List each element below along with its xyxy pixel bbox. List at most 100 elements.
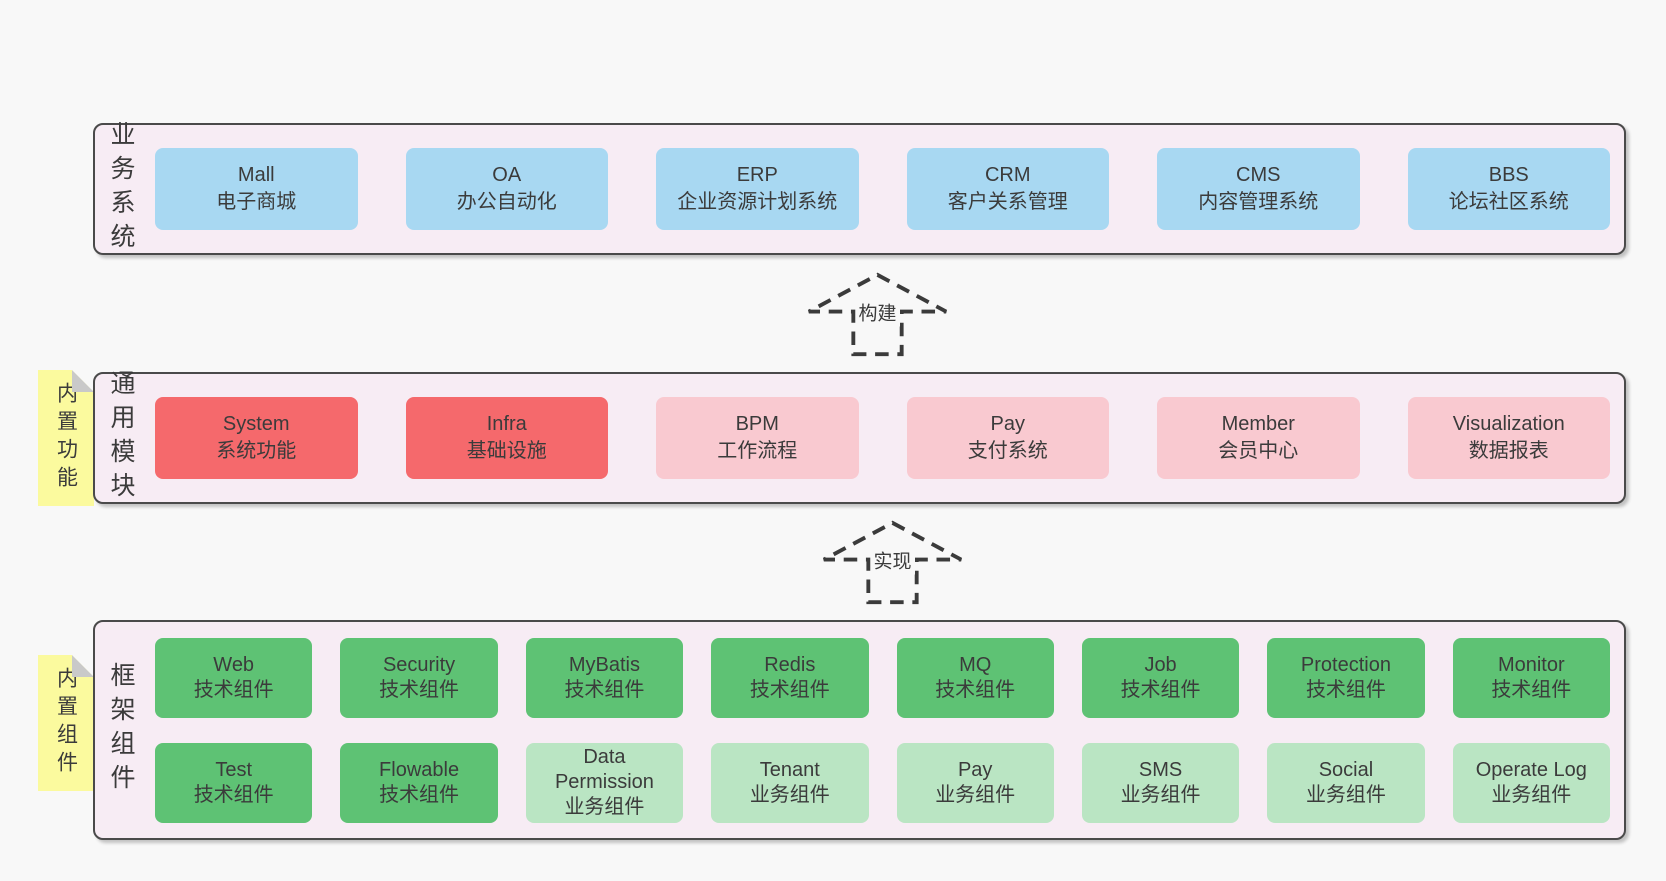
box-test: Test 技术组件 bbox=[155, 742, 313, 823]
box-subtitle: 技术组件 bbox=[749, 678, 830, 701]
box-subtitle: 业务组件 bbox=[935, 783, 1016, 806]
box-job: Job 技术组件 bbox=[1081, 637, 1240, 718]
box-subtitle: 技术组件 bbox=[193, 783, 274, 806]
box-title: Test bbox=[215, 758, 253, 781]
box-flowable: Flowable 技术组件 bbox=[340, 742, 498, 823]
box-title: CMS bbox=[1236, 164, 1281, 186]
box-title: Data Permission bbox=[554, 746, 654, 793]
arrow-build: 构建 bbox=[805, 271, 950, 358]
box-row: Mall 电子商城 OA 办公自动化 ERP 企业资源计划系统 CRM 客户关系… bbox=[155, 148, 1610, 230]
box-title: OA bbox=[492, 164, 522, 186]
box-social: Social 业务组件 bbox=[1267, 742, 1425, 823]
box-member: Member 会员中心 bbox=[1157, 397, 1360, 479]
box-subtitle: 办公自动化 bbox=[456, 191, 557, 213]
arrow-build-label: 构建 bbox=[855, 297, 900, 327]
panel-body: Web 技术组件 Security 技术组件 MyBatis 技术组件 Redi… bbox=[133, 622, 1624, 838]
box-subtitle: 技术组件 bbox=[564, 678, 645, 701]
up-arrow-icon bbox=[822, 520, 963, 605]
box-title: Job bbox=[1144, 653, 1177, 676]
box-title: SMS bbox=[1138, 758, 1183, 781]
box-data-permission: Data Permission 业务组件 bbox=[525, 742, 684, 823]
box-title: BPM bbox=[735, 413, 779, 435]
box-subtitle: 技术组件 bbox=[1305, 678, 1386, 701]
box-sms: SMS 业务组件 bbox=[1081, 742, 1240, 823]
box-subtitle: 技术组件 bbox=[379, 678, 460, 701]
box-subtitle: 技术组件 bbox=[1120, 678, 1201, 701]
folded-corner-icon bbox=[72, 655, 94, 677]
box-operate-log: Operate Log 业务组件 bbox=[1452, 742, 1610, 823]
box-redis: Redis 技术组件 bbox=[711, 637, 869, 718]
box-erp: ERP 企业资源计划系统 bbox=[656, 148, 859, 230]
box-title: ERP bbox=[736, 164, 778, 186]
box-oa: OA 办公自动化 bbox=[405, 148, 608, 230]
box-subtitle: 工作流程 bbox=[717, 440, 798, 462]
box-subtitle: 支付系统 bbox=[967, 440, 1048, 462]
box-pay-business: Pay 业务组件 bbox=[896, 742, 1054, 823]
box-subtitle: 技术组件 bbox=[935, 678, 1016, 701]
box-title: BBS bbox=[1488, 164, 1529, 186]
sticky-note-builtin-components: 内置组件 bbox=[38, 655, 94, 791]
arrow-implement: 实现 bbox=[820, 519, 965, 606]
box-title: MyBatis bbox=[568, 653, 640, 676]
box-pay: Pay 支付系统 bbox=[906, 397, 1109, 479]
box-mq: MQ 技术组件 bbox=[896, 637, 1054, 718]
box-subtitle: 内容管理系统 bbox=[1198, 191, 1319, 213]
box-subtitle: 业务组件 bbox=[1305, 783, 1386, 806]
panel-common-modules: 通用模块 System 系统功能 Infra 基础设施 BPM 工作流程 Pay… bbox=[93, 370, 1626, 506]
box-subtitle: 企业资源计划系统 bbox=[677, 191, 838, 213]
panel-framework-components: 框架组件 Web 技术组件 Security 技术组件 MyBatis 技术组件… bbox=[93, 620, 1626, 840]
panel-label-business-systems: 业务系统 bbox=[107, 121, 135, 257]
box-subtitle: 技术组件 bbox=[379, 783, 460, 806]
box-title: Monitor bbox=[1497, 653, 1565, 676]
box-crm: CRM 客户关系管理 bbox=[906, 148, 1109, 230]
box-row: Test 技术组件 Flowable 技术组件 Data Permission … bbox=[155, 742, 1610, 823]
box-subtitle: 基础设施 bbox=[466, 440, 547, 462]
box-title: MQ bbox=[959, 653, 992, 676]
box-infra: Infra 基础设施 bbox=[405, 397, 608, 479]
panel-body: Mall 电子商城 OA 办公自动化 ERP 企业资源计划系统 CRM 客户关系… bbox=[133, 125, 1624, 253]
box-subtitle: 技术组件 bbox=[193, 678, 274, 701]
arrow-implement-label: 实现 bbox=[870, 545, 915, 575]
box-title: Pay bbox=[990, 413, 1025, 435]
panel-business-systems: 业务系统 Mall 电子商城 OA 办公自动化 ERP 企业资源计划系统 CRM… bbox=[93, 121, 1626, 257]
box-subtitle: 数据报表 bbox=[1468, 440, 1549, 462]
box-bpm: BPM 工作流程 bbox=[656, 397, 859, 479]
box-subtitle: 业务组件 bbox=[1491, 783, 1572, 806]
up-arrow-icon bbox=[807, 272, 948, 357]
box-title: Social bbox=[1318, 758, 1374, 781]
box-row: Web 技术组件 Security 技术组件 MyBatis 技术组件 Redi… bbox=[155, 637, 1610, 718]
box-subtitle: 电子商城 bbox=[216, 191, 297, 213]
box-web: Web 技术组件 bbox=[155, 637, 313, 718]
box-title: Pay bbox=[957, 758, 993, 781]
box-title: CRM bbox=[984, 164, 1031, 186]
box-tenant: Tenant 业务组件 bbox=[711, 742, 869, 823]
box-row: System 系统功能 Infra 基础设施 BPM 工作流程 Pay 支付系统… bbox=[155, 397, 1610, 479]
box-title: Mall bbox=[237, 164, 275, 186]
box-title: Visualization bbox=[1452, 413, 1565, 435]
sticky-note-builtin-features: 内置功能 bbox=[38, 370, 94, 506]
box-title: Member bbox=[1221, 413, 1295, 435]
panel-body: System 系统功能 Infra 基础设施 BPM 工作流程 Pay 支付系统… bbox=[133, 374, 1624, 502]
box-mybatis: MyBatis 技术组件 bbox=[525, 637, 684, 718]
box-mall: Mall 电子商城 bbox=[155, 148, 358, 230]
box-title: Web bbox=[213, 653, 255, 676]
box-title: Security bbox=[382, 653, 456, 676]
box-bbs: BBS 论坛社区系统 bbox=[1407, 148, 1610, 230]
box-title: Infra bbox=[486, 413, 527, 435]
box-subtitle: 会员中心 bbox=[1218, 440, 1299, 462]
box-subtitle: 业务组件 bbox=[749, 783, 830, 806]
box-system: System 系统功能 bbox=[155, 397, 358, 479]
box-title: Flowable bbox=[379, 758, 460, 781]
box-subtitle: 技术组件 bbox=[1491, 678, 1572, 701]
box-security: Security 技术组件 bbox=[340, 637, 498, 718]
panel-label-common-modules: 通用模块 bbox=[107, 370, 135, 506]
box-monitor: Monitor 技术组件 bbox=[1452, 637, 1610, 718]
panel-label-framework-components: 框架组件 bbox=[107, 662, 135, 798]
box-subtitle: 论坛社区系统 bbox=[1448, 191, 1569, 213]
box-title: Protection bbox=[1300, 653, 1391, 676]
box-subtitle: 系统功能 bbox=[216, 440, 297, 462]
box-title: Tenant bbox=[759, 758, 820, 781]
note-label: 内置组件 bbox=[54, 667, 78, 779]
box-cms: CMS 内容管理系统 bbox=[1157, 148, 1360, 230]
